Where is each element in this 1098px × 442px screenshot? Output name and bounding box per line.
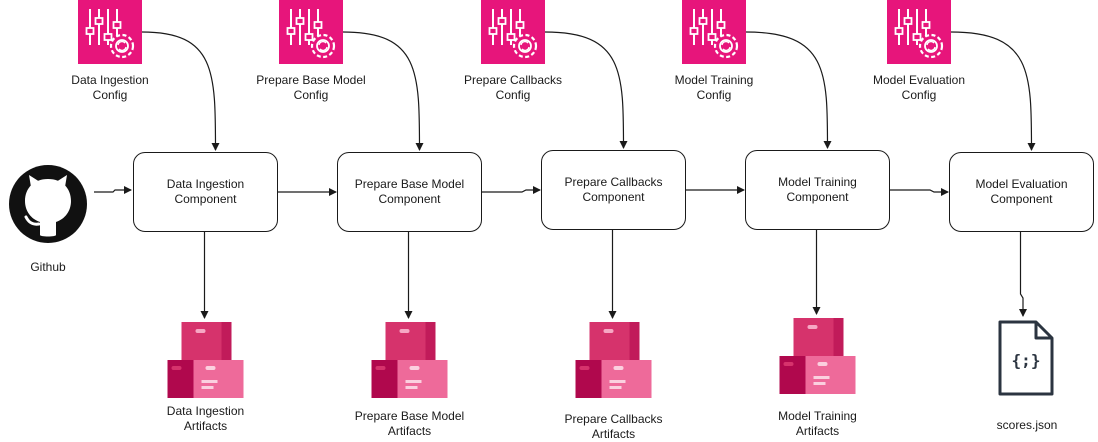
component-label-line2: Component [378,192,441,206]
config-icon [682,0,746,64]
component-label-line2: Component [786,190,849,204]
connectors [94,31,1036,319]
component-label-line1: Model Evaluation [975,177,1068,191]
component-label-line2: Component [582,190,645,204]
artifact-boxes-icon [167,322,244,398]
arrow-config-to-component [342,31,424,151]
component-label-line2: Component [990,192,1053,206]
config-label-line2: Config [92,88,128,102]
json-file-icon: {;} [998,320,1054,396]
config-icon [78,0,142,64]
output-label-line1: Model Training [778,409,857,423]
arrow-config-to-component [544,31,628,149]
output-label-line2: Artifacts [795,424,840,438]
config-label-line1: Model Evaluation [872,73,966,87]
config-icon [887,0,951,64]
output-label-line2: Artifacts [591,427,636,441]
arrow-config-to-component [950,31,1036,151]
output-label-line2: Artifacts [183,419,228,433]
config-label-line1: Prepare Callbacks [463,73,563,87]
config-label-line2: Config [495,88,531,102]
component-label-line1: Model Training [778,175,857,189]
output-label: scores.json [952,418,1098,433]
config-icon [279,0,343,64]
config-label-line1: Data Ingestion [71,73,149,87]
output-label-line1: scores.json [996,418,1058,432]
svg-text:{;}: {;} [1012,351,1041,370]
github-icon [9,165,87,243]
component-label-line2: Component [174,192,237,206]
arrow-config-to-component [141,31,220,151]
artifact-boxes-icon [779,318,856,394]
arrow-config-to-component [745,31,832,149]
arrow-github-to-ingestion [94,186,132,194]
output-label-line1: Prepare Callbacks [564,412,663,426]
component-label-line1: Prepare Base Model [354,177,465,191]
github-label: Github [30,260,66,274]
arrow-component-to-output [1019,232,1027,317]
config-label-line1: Prepare Base Model [256,73,366,87]
output-label-line1: Prepare Base Model [354,409,465,423]
icons: {;} [9,0,1054,398]
component-label-line1: Data Ingestion [166,177,245,191]
output-label-line2: Artifacts [387,424,432,438]
arrow-component-to-next [482,186,541,194]
config-label-line2: Config [293,88,329,102]
output-label-line1: Data Ingestion [166,404,245,418]
config-label-line2: Config [901,88,937,102]
config-label-line2: Config [696,88,732,102]
component-label-line1: Prepare Callbacks [564,175,663,189]
config-label-line1: Model Training [674,73,754,87]
arrow-component-to-next [890,188,949,196]
artifact-boxes-icon [371,322,448,398]
artifact-boxes-icon [575,322,652,398]
config-icon [481,0,545,64]
